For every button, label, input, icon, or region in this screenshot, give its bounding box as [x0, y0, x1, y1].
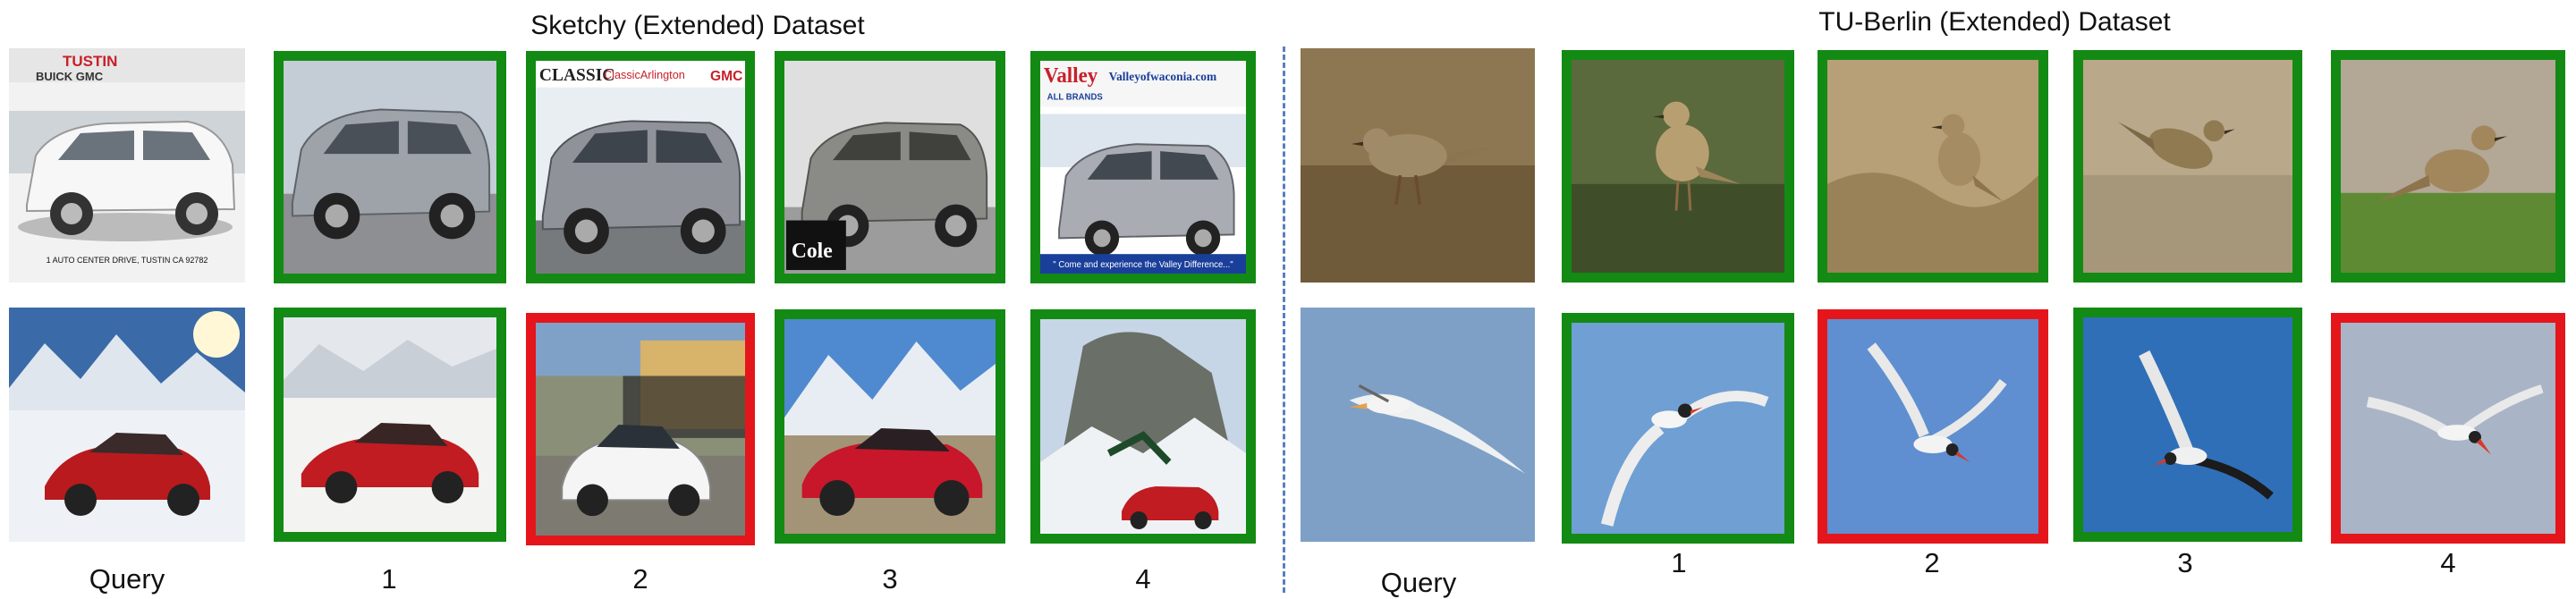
tuberlin-r2-result-4 — [2331, 313, 2565, 544]
tuberlin-rank-3: 3 — [2177, 547, 2193, 578]
tuberlin-r2-result-3 — [2073, 308, 2302, 542]
tuberlin-query-pipit — [1301, 48, 1535, 283]
sketchy-title: Sketchy (Extended) Dataset — [530, 11, 865, 40]
tuberlin-r2-result-2 — [1818, 309, 2048, 544]
sketchy-r2-result-3 — [775, 309, 1005, 544]
valley-logo-text: Valley — [1044, 63, 1098, 87]
tuberlin-r1-result-3 — [2073, 50, 2302, 283]
tuberlin-rank-2: 2 — [1924, 547, 1940, 578]
sketchy-rank-4: 4 — [1135, 563, 1151, 595]
tuberlin-rank-1: 1 — [1671, 547, 1687, 578]
all-brands-text: ALL BRANDS — [1047, 92, 1104, 102]
sketchy-r1-result-3: Cole — [775, 51, 1005, 283]
tuberlin-r1-result-1 — [1562, 50, 1794, 283]
classicarlington-text: ClassicArlington — [604, 68, 685, 81]
tuberlin-query-tern — [1301, 308, 1535, 542]
makes-text: BUICK GMC — [36, 70, 104, 83]
sketchy-query-label: Query — [89, 563, 165, 595]
tuberlin-title: TU-Berlin (Extended) Dataset — [1818, 7, 2171, 37]
sketchy-rank-1: 1 — [381, 563, 397, 595]
sketchy-r2-result-4 — [1030, 309, 1256, 544]
dataset-divider — [1283, 46, 1285, 593]
sketchy-r2-result-1 — [274, 308, 506, 542]
address-text: 1 AUTO CENTER DRIVE, TUSTIN CA 92782 — [47, 256, 208, 265]
tuberlin-rank-4: 4 — [2440, 547, 2456, 578]
tuberlin-r2-result-1 — [1562, 313, 1794, 544]
sketchy-r2-result-2 — [526, 313, 755, 545]
tuberlin-query-label: Query — [1380, 567, 1457, 598]
sketchy-rank-2: 2 — [632, 563, 648, 595]
sketchy-r1-result-4: Valley Valleyofwaconia.com ALL BRANDS " … — [1030, 51, 1256, 283]
tuberlin-r1-result-2 — [1818, 50, 2048, 283]
valley-footer-text: " Come and experience the Valley Differe… — [1053, 260, 1233, 270]
tuberlin-r1-result-4 — [2331, 50, 2565, 283]
valley-url-text: Valleyofwaconia.com — [1109, 70, 1217, 83]
sketchy-r1-result-1 — [274, 51, 506, 283]
classic-text: CLASSIC — [539, 65, 614, 85]
sketchy-rank-3: 3 — [882, 563, 898, 595]
gmc-banner-text: GMC — [710, 69, 742, 84]
tustin-text: TUSTIN — [63, 53, 117, 70]
cole-badge-text: Cole — [792, 240, 833, 263]
sketchy-r1-result-2: CLASSIC ClassicArlington GMC — [526, 51, 755, 283]
sketchy-query-suv: TUSTIN BUICK GMC 1 AUTO CENTER DRIVE, TU… — [9, 48, 245, 283]
sketchy-query-redcar — [9, 308, 245, 542]
